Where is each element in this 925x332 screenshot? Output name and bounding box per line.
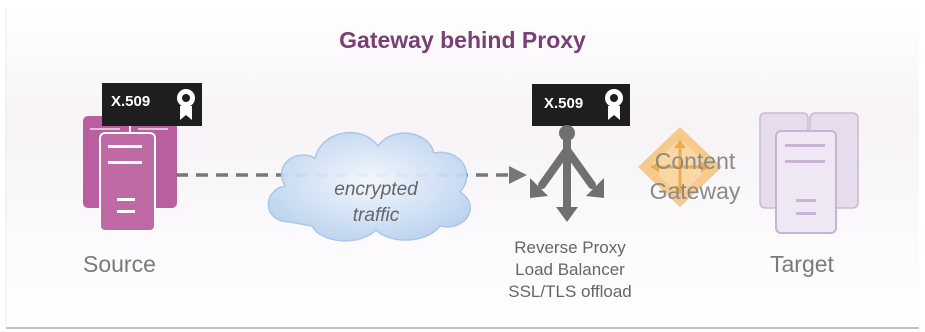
content-gateway-line1: Content [654,148,736,174]
proxy-certificate-badge-icon [532,84,630,126]
target-label: Target [770,251,834,277]
proxy-fork-icon [530,125,604,222]
source-certificate-label: X.509 [111,93,151,110]
cloud-caption-line1: encrypted [334,179,418,200]
cloud-caption: encrypted traffic [278,177,474,229]
source-certificate-badge-icon [102,83,202,126]
gateway-diamond-icon [638,127,722,207]
diagram-title: Gateway behind Proxy [339,27,586,53]
source-server-icon [83,116,177,232]
proxy-role-ssl-offload: SSL/TLS offload [508,282,632,301]
proxy-role-load-balancer: Load Balancer [515,260,625,279]
cloud-caption-line2: traffic [352,205,400,226]
source-label: Source [83,251,156,277]
cloud-icon [267,131,472,242]
content-gateway-label: Content Gateway [632,146,758,206]
proxy-role-list: Reverse Proxy Load Balancer SSL/TLS offl… [468,237,672,303]
proxy-certificate-label: X.509 [544,95,584,112]
connection-arrowhead [509,166,527,184]
target-server-icon [759,112,859,234]
content-gateway-line2: Gateway [649,178,741,204]
proxy-role-reverse-proxy: Reverse Proxy [514,238,626,257]
